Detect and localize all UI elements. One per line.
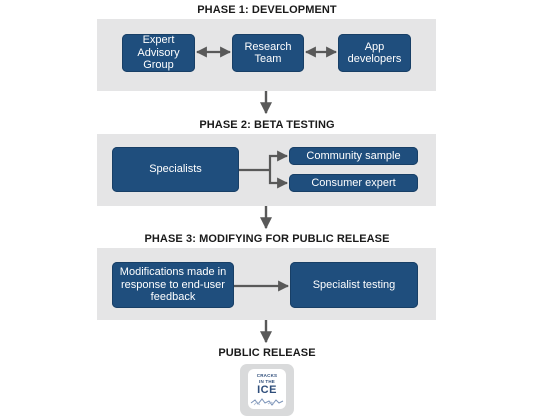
app-developers-box: App developers — [338, 34, 411, 72]
logo-text-line1: CRACKS — [256, 373, 278, 378]
specialist-testing-box: Specialist testing — [290, 262, 418, 308]
phase-1-title: PHASE 1: DEVELOPMENT — [197, 4, 337, 16]
logo-ice-shards-icon — [250, 398, 284, 406]
logo-text-line3: ICE — [257, 384, 277, 396]
consumer-expert-box: Consumer expert — [289, 174, 418, 192]
phase-2-title: PHASE 2: BETA TESTING — [199, 119, 335, 131]
phase-3-title: PHASE 3: MODIFYING FOR PUBLIC RELEASE — [144, 233, 390, 245]
research-team-box: Research Team — [232, 34, 304, 72]
public-release-title: PUBLIC RELEASE — [218, 347, 316, 359]
expert-advisory-group-box: Expert Advisory Group — [122, 34, 195, 72]
community-sample-box: Community sample — [289, 147, 418, 165]
specialists-box: Specialists — [112, 147, 239, 192]
modifications-box: Modifications made in response to end-us… — [112, 262, 234, 308]
logo-text-line2: IN THE — [259, 379, 275, 384]
